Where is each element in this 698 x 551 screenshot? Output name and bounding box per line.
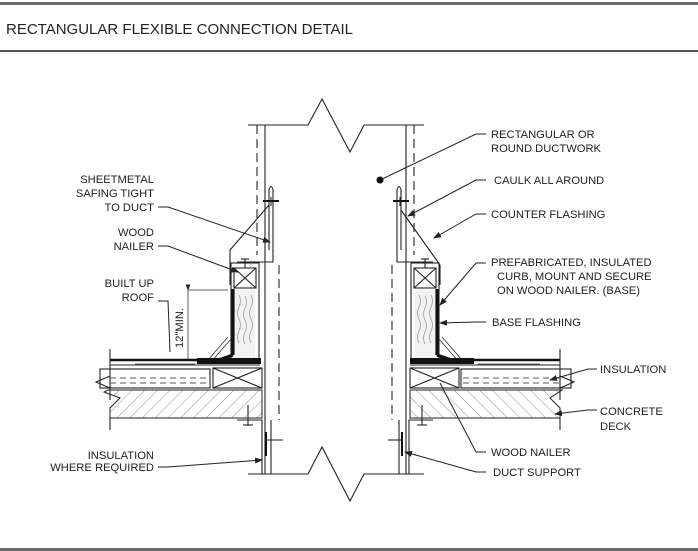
- right-built-up-roof: [410, 349, 561, 400]
- left-duct-wall: [256, 125, 280, 474]
- duct-callout-dot: [376, 176, 384, 184]
- left-concrete-deck: [94, 375, 263, 430]
- svg-text:SHEETMETAL: SHEETMETAL: [80, 174, 154, 186]
- duct-top-break-line: [248, 97, 424, 154]
- svg-text:DUCT SUPPORT: DUCT SUPPORT: [493, 467, 581, 479]
- svg-text:WOOD NAILER: WOOD NAILER: [491, 447, 571, 459]
- title-bar: RECTANGULAR FLEXIBLE CONNECTION DETAIL: [0, 5, 698, 52]
- dimension-12-min: 12"MIN.: [174, 284, 228, 360]
- svg-text:SAFING TIGHT: SAFING TIGHT: [76, 188, 154, 200]
- label-prefabricated-curb: PREFABRICATED, INSULATED CURB, MOUNT AND…: [491, 257, 652, 297]
- label-sheetmetal-safing: SHEETMETAL SAFING TIGHT TO DUCT: [76, 174, 154, 214]
- bottom-frame-border: [0, 548, 698, 551]
- label-insulation-where-required: INSULATION WHERE REQUIRED: [50, 450, 154, 474]
- svg-text:PREFABRICATED, INSULATED: PREFABRICATED, INSULATED: [491, 257, 652, 269]
- label-counter-flashing: COUNTER FLASHING: [491, 209, 605, 221]
- duct-bottom-break-line: [248, 445, 424, 503]
- svg-text:CURB, MOUNT AND SECURE: CURB, MOUNT AND SECURE: [497, 271, 652, 283]
- detail-title: RECTANGULAR FLEXIBLE CONNECTION DETAIL: [6, 21, 354, 38]
- label-insulation: INSULATION: [600, 364, 666, 376]
- svg-text:ON WOOD NAILER. (BASE): ON WOOD NAILER. (BASE): [497, 285, 640, 297]
- svg-text:CONCRETE: CONCRETE: [600, 406, 663, 418]
- left-built-up-roof: [109, 349, 261, 400]
- right-counter-flashing: [393, 185, 441, 285]
- label-wood-nailer-left: WOOD NAILER: [114, 227, 154, 253]
- left-duct-support: [237, 405, 283, 474]
- right-insulation: [460, 368, 572, 389]
- left-counter-flashing: [229, 185, 279, 285]
- svg-text:BASE FLASHING: BASE FLASHING: [492, 317, 581, 329]
- leader-lines: [158, 133, 597, 473]
- svg-text:WHERE REQUIRED: WHERE REQUIRED: [50, 462, 154, 474]
- left-insulation: [99, 368, 211, 389]
- label-wood-nailer-right: WOOD NAILER: [491, 447, 571, 459]
- svg-text:WOOD: WOOD: [118, 227, 154, 239]
- svg-text:ROOF: ROOF: [122, 292, 154, 304]
- right-wood-nailer: [409, 367, 460, 389]
- left-curb: [207, 258, 260, 364]
- label-caulk: CAULK ALL AROUND: [494, 175, 604, 187]
- right-concrete-deck: [409, 375, 576, 430]
- svg-text:INSULATION: INSULATION: [88, 450, 154, 462]
- top-frame-border: [0, 2, 698, 5]
- svg-text:ROUND DUCTWORK: ROUND DUCTWORK: [491, 143, 602, 155]
- svg-text:RECTANGULAR OR: RECTANGULAR OR: [491, 129, 595, 141]
- right-curb: [410, 258, 463, 364]
- svg-text:TO DUCT: TO DUCT: [104, 202, 154, 214]
- svg-text:COUNTER FLASHING: COUNTER FLASHING: [491, 209, 605, 221]
- dimension-label: 12"MIN.: [174, 308, 186, 348]
- label-ductwork: RECTANGULAR OR ROUND DUCTWORK: [491, 129, 602, 155]
- label-built-up-roof: BUILT UP ROOF: [105, 278, 154, 304]
- label-base-flashing: BASE FLASHING: [492, 317, 581, 329]
- label-duct-support: DUCT SUPPORT: [493, 467, 581, 479]
- left-wood-nailer: [212, 367, 263, 389]
- svg-text:INSULATION: INSULATION: [600, 364, 666, 376]
- svg-text:BUILT UP: BUILT UP: [105, 278, 154, 290]
- svg-text:CAULK ALL AROUND: CAULK ALL AROUND: [494, 175, 604, 187]
- right-duct-wall: [391, 125, 415, 474]
- svg-text:NAILER: NAILER: [114, 241, 154, 253]
- svg-text:DECK: DECK: [600, 421, 632, 433]
- label-concrete-deck: CONCRETE DECK: [600, 406, 663, 433]
